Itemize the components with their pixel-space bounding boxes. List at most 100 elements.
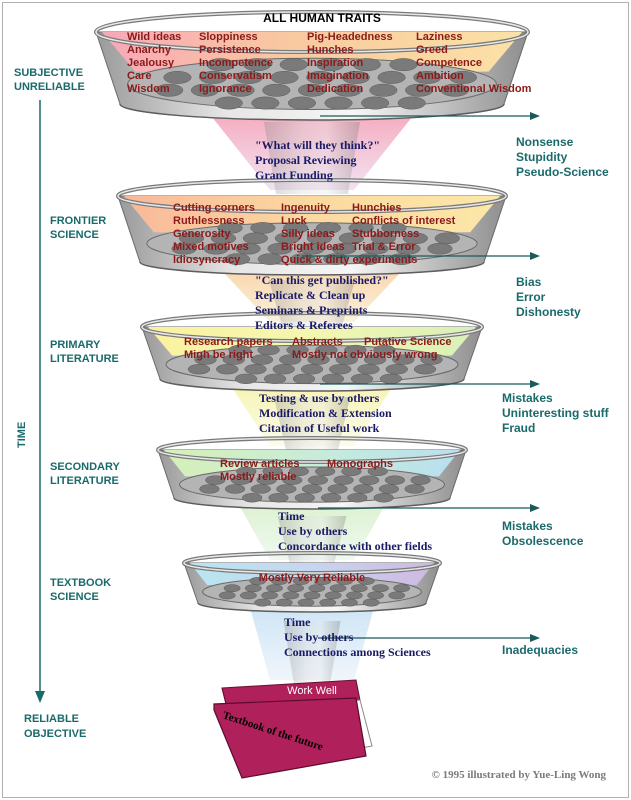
sieve-hole xyxy=(402,232,428,245)
sieve-hole xyxy=(244,584,262,593)
sieve-hole xyxy=(320,493,342,503)
sieve-hole xyxy=(279,354,302,365)
sieve-hole xyxy=(367,591,384,600)
sieve-hole xyxy=(315,466,336,477)
sieve-hole xyxy=(272,364,295,375)
sieve-hole xyxy=(347,493,368,503)
sieve-hole xyxy=(216,364,239,375)
trait-text: Hunchies xyxy=(352,202,402,214)
sieve-hole xyxy=(256,475,277,485)
sieve-hole xyxy=(178,232,205,245)
time-axis-arrowhead xyxy=(35,691,45,703)
sieve-2 xyxy=(140,311,484,392)
trait-text: Dedication xyxy=(307,83,364,95)
sieve-hole xyxy=(361,96,390,110)
sieve-hole xyxy=(205,475,226,485)
sieve-hole xyxy=(266,584,283,593)
sieve-hole xyxy=(307,354,330,365)
trait-text: Ambition xyxy=(416,70,464,82)
trait-text: Persistence xyxy=(199,44,261,56)
sieve-hole xyxy=(303,591,321,600)
trait-text: Generosity xyxy=(173,228,231,240)
trait-text: Trial & Error xyxy=(352,241,416,253)
sieve-hole xyxy=(405,83,434,97)
sieve-hole xyxy=(341,466,362,477)
sieve-hole xyxy=(250,354,274,365)
sieve-hole xyxy=(279,58,308,72)
sieve-hole xyxy=(283,222,309,234)
stage-label: SCIENCE xyxy=(50,229,99,241)
sieve-hole xyxy=(250,484,271,494)
process-text: Time xyxy=(284,615,311,629)
sieve-hole xyxy=(199,71,228,84)
stage-label: FRONTIER xyxy=(50,215,106,227)
sieve-hole xyxy=(384,475,405,485)
sieve-hole xyxy=(287,96,316,110)
sieve-hole xyxy=(352,58,381,72)
sieve-hole xyxy=(393,584,411,593)
sieve-hole xyxy=(249,577,267,585)
sieve-3 xyxy=(156,436,468,510)
reject-text: Mistakes xyxy=(502,519,553,533)
sieve-hole xyxy=(327,484,348,494)
reject-arrow-head xyxy=(530,380,540,388)
sieve-hole xyxy=(288,466,309,477)
trait-text: Mostly Very Reliable xyxy=(259,572,365,584)
sieve-hole xyxy=(242,232,268,245)
left-label-top: SUBJECTIVE xyxy=(14,67,83,79)
sieve-hole xyxy=(362,598,380,607)
trait-text: Hunches xyxy=(307,44,353,56)
sieve-hole xyxy=(333,83,362,97)
left-label-top: UNRELIABLE xyxy=(14,81,85,93)
sieve-hole xyxy=(338,232,364,245)
sieve-hole xyxy=(370,232,396,245)
sieve-hole xyxy=(234,71,263,84)
sieve-hole xyxy=(263,373,287,384)
reject-text: Bias xyxy=(516,275,542,289)
funnel-neck xyxy=(264,122,360,194)
trait-text: Jealousy xyxy=(127,57,175,69)
sieve-0 xyxy=(94,10,530,121)
sieve-hole xyxy=(316,58,345,72)
sieve-rim-highlight xyxy=(141,312,483,342)
trait-text: Conservatism xyxy=(199,70,272,82)
sieve-hole xyxy=(250,222,276,234)
sieve-rim-highlight xyxy=(117,179,507,213)
sieve-hole xyxy=(262,466,283,477)
stage-label: SCIENCE xyxy=(50,591,99,603)
sieve-hole xyxy=(270,71,299,84)
sieve-hole xyxy=(294,493,315,503)
reject-text: Inadequacies xyxy=(502,643,578,657)
sieve-hole xyxy=(230,475,252,485)
sieve-hole xyxy=(224,484,246,494)
sieve-hole xyxy=(319,598,337,607)
sieve-hole xyxy=(381,222,407,234)
sieve-hole xyxy=(329,584,347,593)
reject-text: Obsolescence xyxy=(502,534,584,548)
sieve-hole xyxy=(373,344,396,356)
trait-text: Review articles xyxy=(220,458,300,470)
process-text: Use by others xyxy=(278,524,348,538)
sieve-hole xyxy=(388,591,406,600)
sieve-hole xyxy=(271,577,288,585)
reject-text: Uninteresting stuff xyxy=(502,406,610,420)
sieve-hole xyxy=(243,58,272,72)
sieve-hole xyxy=(331,242,357,255)
credit: © 1995 illustrated by Yue-Ling Wong xyxy=(432,769,607,781)
sieve-hole xyxy=(413,71,442,84)
sieve-bottom-edge xyxy=(197,602,427,613)
trait-text: Care xyxy=(127,70,151,82)
sieve-hole xyxy=(385,364,408,375)
sieve-hole xyxy=(363,242,389,255)
sieve-hole xyxy=(350,373,374,384)
sieve-hole xyxy=(321,373,345,384)
reject-arrow-head xyxy=(530,504,540,512)
sieve-hole xyxy=(440,83,469,97)
sieve-hole xyxy=(324,591,342,600)
sieve-hole xyxy=(171,242,197,255)
sieve-hole xyxy=(292,577,310,585)
sieve-hole xyxy=(226,83,255,97)
sieve-hole xyxy=(242,493,263,503)
sieve-hole xyxy=(329,364,352,375)
